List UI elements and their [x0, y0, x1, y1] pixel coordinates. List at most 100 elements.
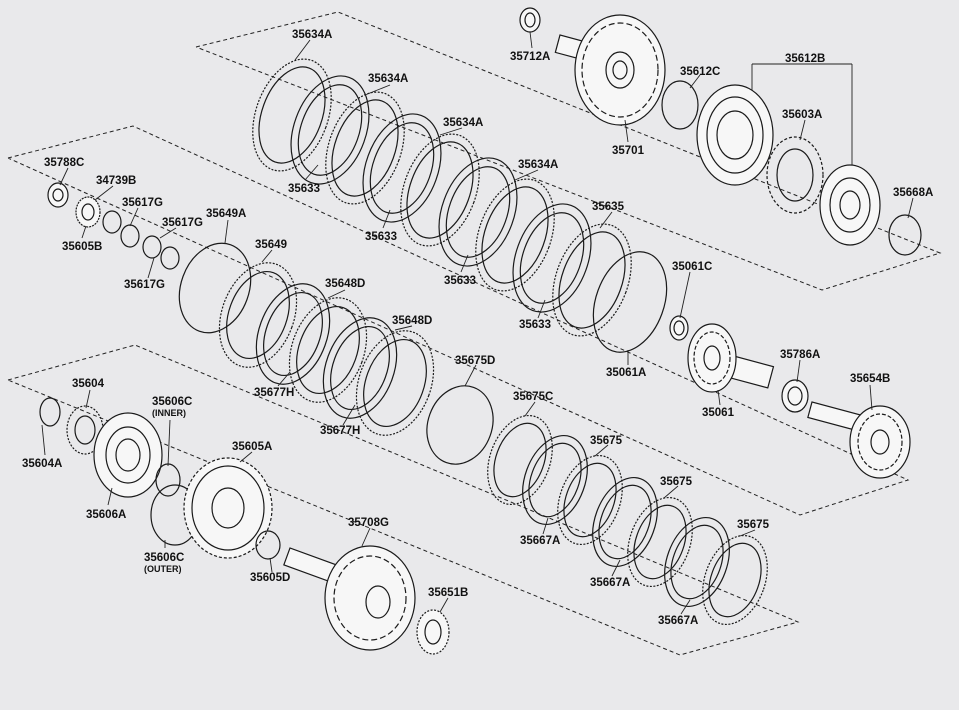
label-35634a-2: 35634A [368, 73, 408, 85]
drum-35708g [283, 545, 416, 651]
label-35675-3: 35675 [737, 519, 770, 531]
bearing-34739b [75, 196, 101, 228]
clutch-disc-35634a-1 [252, 58, 332, 172]
snap-ring-35668a [888, 214, 922, 256]
label-35635: 35635 [592, 201, 625, 213]
ring-35605d [255, 530, 281, 560]
upper-group-parts [252, 7, 922, 479]
lower-group-parts [39, 385, 768, 655]
plate-35677h-2 [322, 317, 398, 419]
clutch-plate-35633-3 [438, 157, 518, 267]
label-35606a: 35606A [86, 509, 126, 521]
label-34739b: 34739B [96, 175, 136, 187]
label-35617g-3: 35617G [124, 279, 165, 291]
label-35667a-1: 35667A [520, 535, 560, 547]
label-35617g-1: 35617G [122, 197, 163, 209]
middle-group-outline [7, 125, 910, 516]
label-35606c-inner: 35606C [152, 396, 192, 408]
snap-ring-35604a [39, 397, 61, 427]
label-35633-2: 35633 [365, 231, 397, 243]
disc-35675-2 [627, 496, 693, 588]
seal-35617g-2 [142, 235, 162, 259]
snap-ring-35649a [178, 242, 252, 334]
ring-35605b [102, 210, 122, 234]
label-35606c-inner-note: (INNER) [152, 408, 186, 418]
label-35634a-3: 35634A [443, 117, 483, 129]
clutch-plate-35633-2 [362, 113, 442, 223]
clutch-plate-35633-1 [290, 75, 370, 185]
seal-35617g-3 [160, 246, 180, 270]
plate-35667a-3 [664, 516, 730, 608]
label-35675-1: 35675 [590, 435, 623, 447]
label-35605a: 35605A [232, 441, 272, 453]
label-35786a: 35786A [780, 349, 820, 361]
carrier-35606a [93, 412, 163, 498]
label-35061: 35061 [702, 407, 735, 419]
label-35677h-2: 35677H [320, 425, 360, 437]
middle-group-parts [47, 182, 435, 436]
piston-35612b [696, 84, 774, 186]
label-35061a: 35061A [606, 367, 646, 379]
group-outlines [7, 11, 942, 656]
label-35604a: 35604A [22, 458, 62, 470]
seal-35617g-1 [120, 224, 140, 248]
label-35708g: 35708G [348, 517, 389, 529]
clutch-disc-35635 [552, 223, 632, 337]
plate-35677h-1 [255, 283, 331, 385]
hub-35654b [807, 401, 911, 479]
label-35649: 35649 [255, 239, 287, 251]
part-labels: 35634A 35634A 35634A 35634A 35633 35633 … [22, 29, 933, 627]
label-35648d-1: 35648D [325, 278, 365, 290]
label-35606c-outer-note: (OUTER) [144, 564, 182, 574]
label-35712a: 35712A [510, 51, 550, 63]
label-35633-4: 35633 [519, 319, 551, 331]
washer-35786a [781, 379, 809, 413]
drum-35701 [554, 14, 666, 126]
gear-35061 [687, 323, 775, 393]
snap-ring-35061a [592, 251, 668, 353]
label-35606c-outer: 35606C [144, 552, 184, 564]
leader-lines [41, 31, 914, 615]
label-35605d: 35605D [250, 572, 290, 584]
plate-35649 [218, 262, 298, 368]
label-35668a: 35668A [893, 187, 933, 199]
label-35649a: 35649A [206, 208, 246, 220]
o-ring-35612c [661, 80, 699, 130]
clutch-plate-35633-4 [512, 203, 592, 313]
label-35701: 35701 [612, 145, 645, 157]
disc-35675-3 [702, 534, 768, 626]
label-35651b: 35651B [428, 587, 468, 599]
retainer-35612b [819, 164, 881, 246]
label-35675d: 35675D [455, 355, 495, 367]
clutch-disc-35634a-4 [475, 178, 555, 292]
label-35604: 35604 [72, 378, 105, 390]
label-35603a: 35603A [782, 109, 822, 121]
disc-35648d-2 [355, 330, 435, 436]
gear-35605a [183, 457, 273, 559]
clutch-disc-35634a-3 [400, 133, 480, 247]
upper-group-outline [195, 11, 942, 291]
label-35617g-2: 35617G [162, 217, 203, 229]
label-35675c: 35675C [513, 391, 553, 403]
washer-35788c [47, 182, 69, 208]
label-35061c: 35061C [672, 261, 712, 273]
clutch-disc-35634a-2 [325, 91, 405, 205]
label-35667a-3: 35667A [658, 615, 698, 627]
label-35667a-2: 35667A [590, 577, 630, 589]
label-35612b: 35612B [785, 53, 825, 65]
label-35634a-1: 35634A [292, 29, 332, 41]
bearing-35651b [416, 609, 450, 655]
label-35633-3: 35633 [444, 275, 476, 287]
label-35654b: 35654B [850, 373, 890, 385]
disc-35675c [487, 414, 553, 506]
label-35634a-4: 35634A [518, 159, 558, 171]
label-35648d-2: 35648D [392, 315, 432, 327]
plate-35667a-2 [592, 476, 658, 568]
label-35633-1: 35633 [288, 183, 320, 195]
disc-35648d-1 [288, 297, 368, 403]
spring-35603a [766, 136, 824, 214]
thrust-washer-35061c [669, 315, 689, 341]
lower-group-outline [7, 344, 800, 656]
label-35612c: 35612C [680, 66, 720, 78]
